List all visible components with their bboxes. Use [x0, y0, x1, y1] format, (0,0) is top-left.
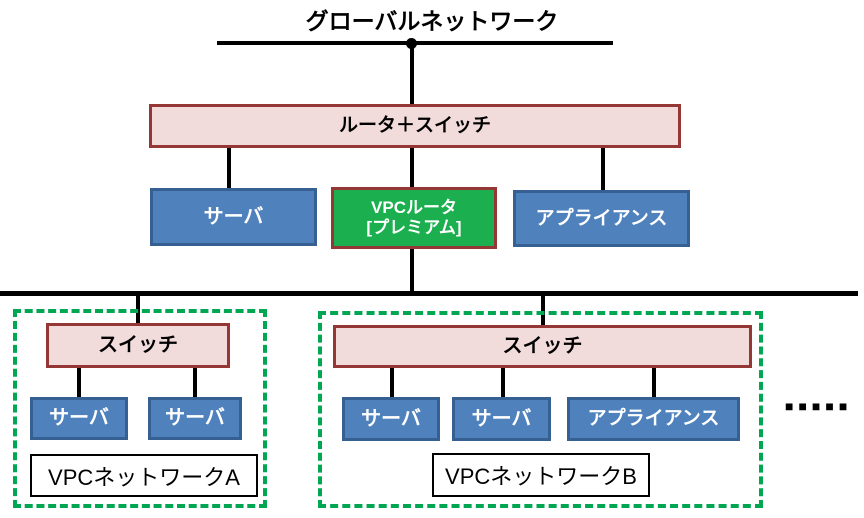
vpc-a-server-2-label: サーバ — [165, 407, 225, 429]
connector-vpc-router-to-lower-bus — [410, 249, 414, 293]
more-networks-dots-icon: ■■■■■ — [785, 398, 853, 414]
vpc-b-server-2-label: サーバ — [471, 407, 532, 430]
vpc-a-switch-box: スイッチ — [46, 323, 230, 368]
router-switch-label: ルータ＋スイッチ — [338, 115, 491, 137]
vpc-a-server-1-box: サーバ — [30, 397, 128, 440]
vpc-router-box: VPCルータ [プレミアム] — [331, 187, 497, 249]
global-network-title: グローバルネットワーク — [305, 8, 559, 34]
bus-junction-dot — [406, 38, 417, 49]
connector-vpc-a-switch-to-server-1 — [77, 368, 81, 397]
vpc-a-server-1-label: サーバ — [49, 407, 109, 429]
vpc-b-name-text: VPCネットワークB — [445, 464, 637, 489]
global-server-label: サーバ — [203, 205, 264, 228]
vpc-a-switch-label: スイッチ — [98, 334, 178, 356]
global-appliance-label: アプライアンス — [535, 207, 668, 229]
vpc-b-server-2-box: サーバ — [452, 397, 551, 441]
connector-vpc-b-switch-to-server-1 — [390, 368, 394, 397]
connector-vpc-a-switch-to-server-2 — [193, 368, 197, 397]
vpc-b-server-1-box: サーバ — [342, 397, 440, 441]
connector-bus-to-router — [410, 44, 414, 104]
vpc-b-switch-label: スイッチ — [502, 335, 583, 357]
vpc-b-name-label: VPCネットワークB — [432, 453, 650, 497]
global-server-box: サーバ — [150, 188, 317, 246]
vpc-b-switch-box: スイッチ — [333, 325, 752, 368]
vpc-network-b-boundary — [318, 311, 763, 508]
vpc-b-server-1-label: サーバ — [361, 407, 421, 430]
vpc-network-a-boundary — [13, 309, 267, 508]
connector-router-to-appliance — [601, 148, 605, 190]
connector-router-to-server — [227, 148, 231, 188]
connector-vpc-b-switch-to-appliance — [652, 368, 656, 397]
connector-vpc-b-switch-to-server-2 — [501, 368, 505, 397]
vpc-a-name-text: VPCネットワークA — [48, 464, 240, 490]
lower-bus-line — [0, 291, 858, 296]
vpc-router-label-line2: [プレミアム] — [366, 218, 462, 237]
vpc-a-name-label: VPCネットワークA — [30, 454, 258, 497]
vpc-router-label-line1: VPCルータ — [371, 198, 457, 218]
router-switch-box: ルータ＋スイッチ — [149, 104, 681, 148]
global-appliance-box: アプライアンス — [513, 190, 690, 247]
vpc-a-server-2-box: サーバ — [148, 397, 242, 440]
connector-router-to-vpc-router — [410, 148, 414, 188]
vpc-b-appliance-label: アプライアンス — [587, 408, 720, 430]
vpc-b-appliance-box: アプライアンス — [567, 397, 740, 441]
